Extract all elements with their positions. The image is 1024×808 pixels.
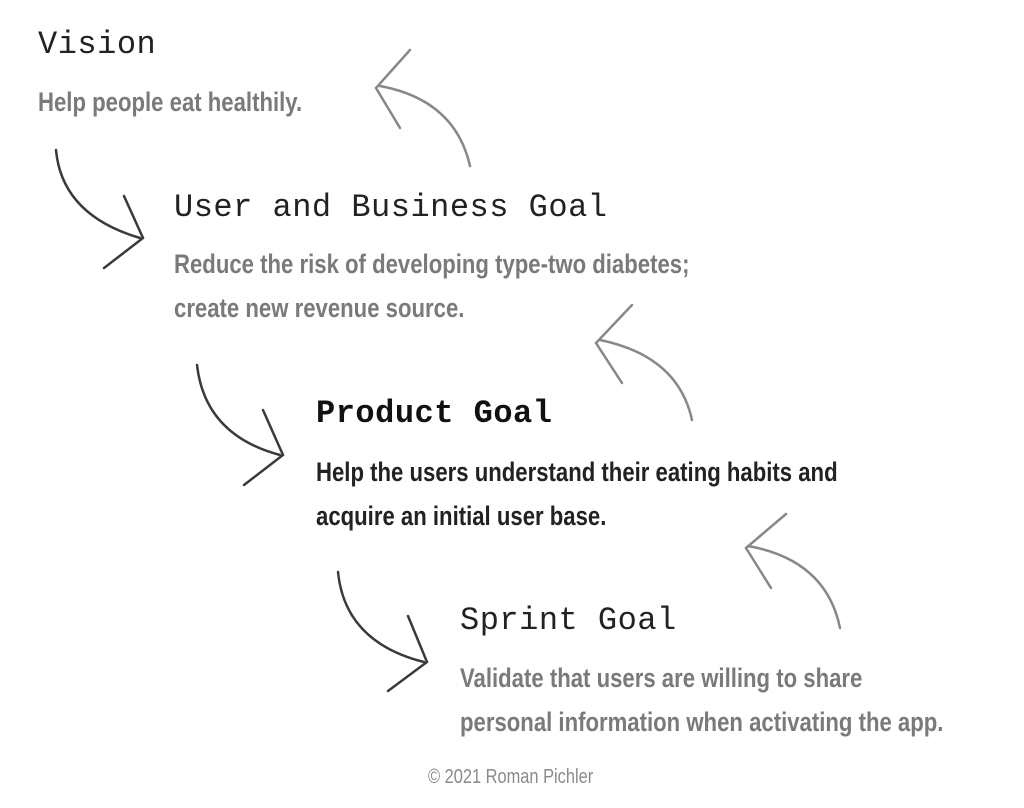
sprint-goal-description: Validate that users are willing to share… — [460, 656, 943, 744]
user-business-goal-line-2: create new revenue source. — [174, 293, 465, 323]
vision-heading: Vision — [38, 26, 157, 63]
arrow-up-product-to-user — [594, 303, 694, 422]
arrow-up-sprint-to-product — [744, 512, 842, 630]
arrow-down-user-to-product — [195, 363, 285, 487]
product-goal-description: Help the users understand their eating h… — [316, 450, 838, 538]
arrow-down-vision-to-user — [54, 148, 145, 270]
vision-description-line: Help people eat healthily. — [38, 87, 303, 117]
arrow-up-user-to-vision — [374, 48, 472, 168]
user-business-goal-description: Reduce the risk of developing type-two d… — [174, 242, 689, 330]
product-goal-line-1: Help the users understand their eating h… — [316, 457, 838, 487]
user-business-goal-line-1: Reduce the risk of developing type-two d… — [174, 249, 690, 279]
sprint-goal-heading: Sprint Goal — [460, 602, 677, 639]
product-goal-heading: Product Goal — [316, 395, 553, 432]
vision-description: Help people eat healthily. — [38, 80, 302, 124]
copyright-notice: © 2021 Roman Pichler — [428, 766, 594, 788]
arrow-down-product-to-sprint — [336, 570, 429, 693]
sprint-goal-line-2: personal information when activating the… — [460, 707, 944, 737]
product-goal-line-2: acquire an initial user base. — [316, 501, 607, 531]
sprint-goal-line-1: Validate that users are willing to share — [460, 663, 863, 693]
user-business-goal-heading: User and Business Goal — [174, 189, 608, 226]
